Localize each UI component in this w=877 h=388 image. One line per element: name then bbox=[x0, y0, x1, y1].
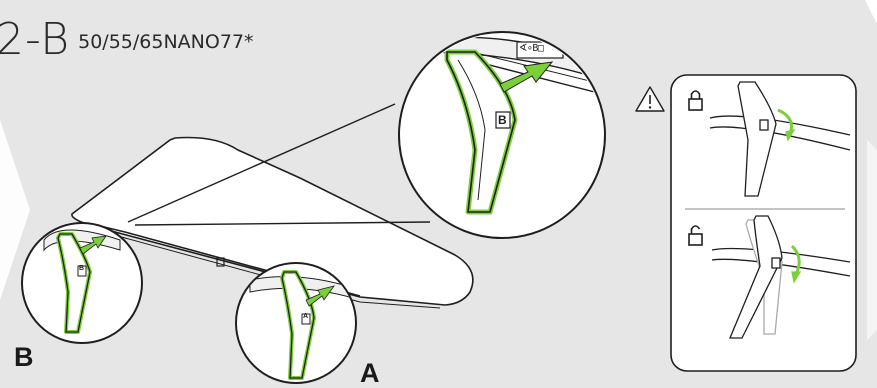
stand-tag-b-small: B bbox=[79, 265, 84, 272]
stand-b-label: B bbox=[14, 342, 34, 373]
step-number: 2-B bbox=[0, 14, 70, 65]
stand-a-label: A bbox=[360, 358, 380, 388]
band-arrow-right bbox=[867, 140, 877, 340]
lock-panel bbox=[671, 75, 856, 371]
terminal-mark: ∢∘B□ bbox=[519, 43, 543, 54]
stand-tag-b-detail: B bbox=[498, 113, 507, 127]
stand-tag-a-small: A bbox=[303, 313, 308, 320]
page-header: 2-B 50/55/65NANO77* bbox=[0, 14, 254, 65]
model-list: 50/55/65NANO77* bbox=[78, 31, 253, 53]
stand-b-circle bbox=[22, 223, 142, 343]
